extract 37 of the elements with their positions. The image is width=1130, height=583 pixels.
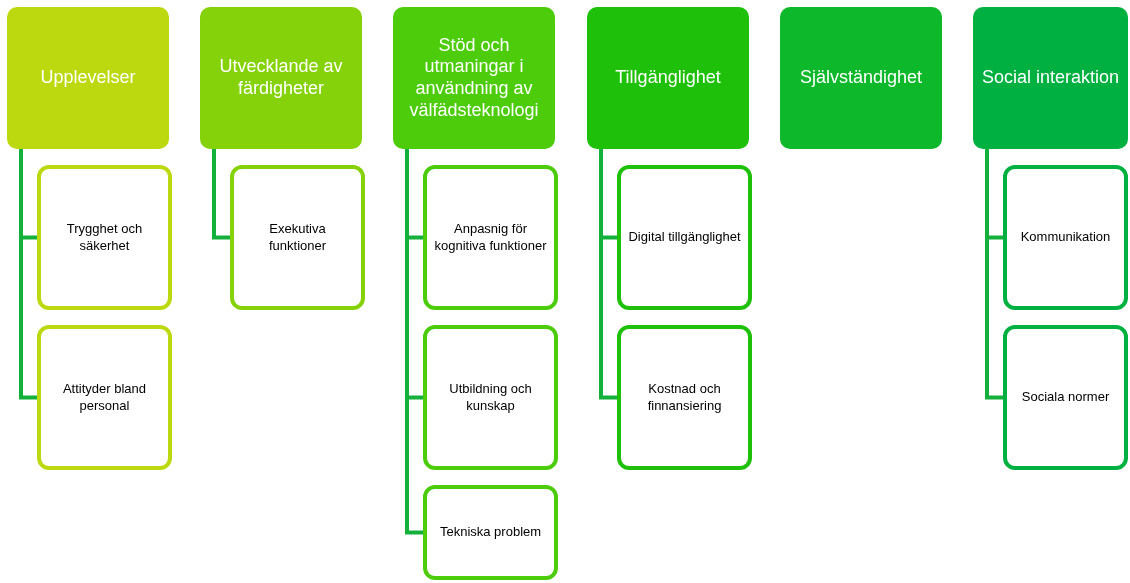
subcategory-text: Kommunikation xyxy=(1020,229,1111,246)
subcategory-box xyxy=(617,165,752,310)
category-box xyxy=(973,7,1128,149)
subcategory-box xyxy=(617,325,752,470)
subcategory-text: Utbildning och kunskap xyxy=(448,380,533,415)
category-title: Självständighet xyxy=(799,67,923,89)
category-box xyxy=(200,7,362,149)
connector-line xyxy=(19,149,37,400)
connector-line xyxy=(985,149,1003,400)
subcategory-box xyxy=(1003,165,1128,310)
category-title: Utvecklande av färdigheter xyxy=(218,56,344,100)
subcategory-text: Kostnad och finnansiering xyxy=(646,380,723,415)
subcategory-text: Sociala normer xyxy=(1021,389,1110,406)
subcategory-text: Trygghet och säkerhet xyxy=(65,220,144,255)
subcategory-text: Digital tillgänglighet xyxy=(628,229,741,246)
category-title: Tillgänglighet xyxy=(615,67,721,89)
category-title: Upplevelser xyxy=(40,67,136,89)
category-box xyxy=(7,7,169,149)
subcategory-text: Attityder bland personal xyxy=(61,380,148,415)
connector-line xyxy=(212,149,230,240)
subcategory-box xyxy=(230,165,365,310)
category-box xyxy=(393,7,555,149)
subcategory-text: Exekutiva funktioner xyxy=(267,220,328,255)
category-box xyxy=(780,7,942,149)
category-title: Social interaktion xyxy=(981,67,1120,89)
category-box xyxy=(587,7,749,149)
subcategory-box xyxy=(423,165,558,310)
subcategory-box xyxy=(37,165,172,310)
connector-line xyxy=(405,149,423,535)
connector-line xyxy=(599,149,617,400)
subcategory-box xyxy=(37,325,172,470)
subcategory-text: Anpasnig för kognitiva funktioner xyxy=(433,220,548,255)
subcategory-box xyxy=(1003,325,1128,470)
subcategory-box xyxy=(423,325,558,470)
category-title: Stöd och utmaningar i användning av välfädsteknologi xyxy=(408,34,540,122)
subcategory-text: Tekniska problem xyxy=(439,524,542,541)
subcategory-box xyxy=(423,485,558,580)
